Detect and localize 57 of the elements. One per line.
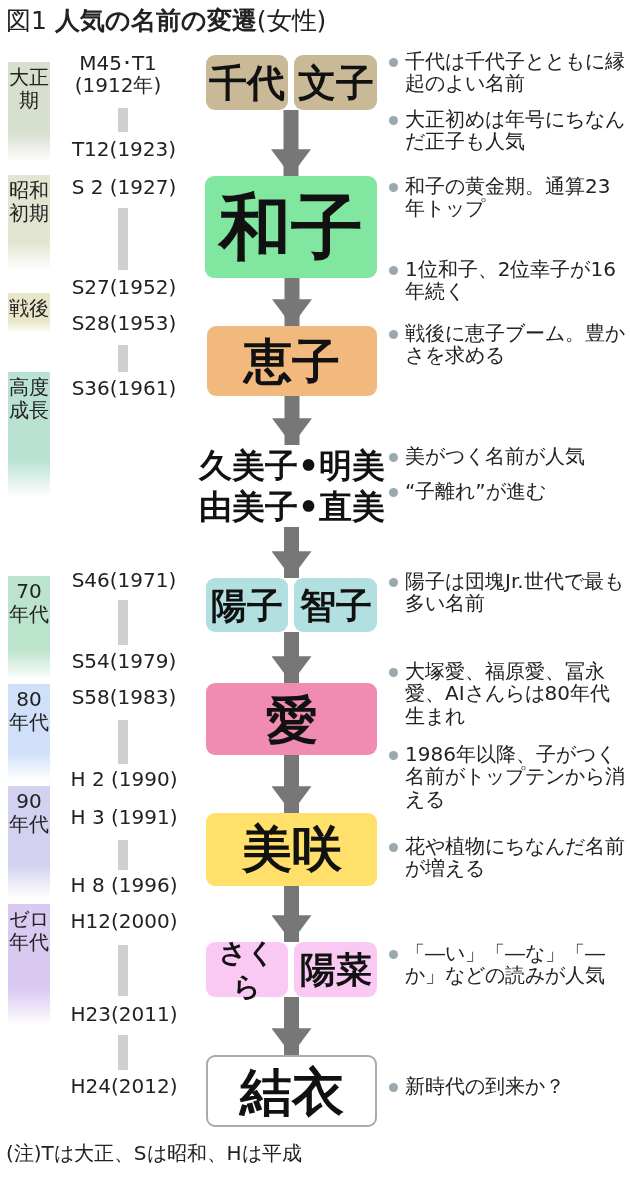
date-label: S46(1971) (70, 569, 178, 591)
date-label: H24(2012) (69, 1075, 179, 1097)
date-label: T12(1923) (70, 138, 178, 160)
era-band: 高度成長 (8, 372, 50, 497)
date-label: H 3 (1991) (69, 806, 179, 828)
name-box: 文子 (294, 55, 377, 110)
diagram-title: 図1 人気の名前の変遷(女性) (6, 5, 327, 37)
name-box: 智子 (294, 578, 377, 632)
footnote: (注)Tは大正、Sは昭和、Hは平成 (6, 1140, 302, 1167)
era-band: 90年代 (8, 786, 50, 898)
arrow (271, 886, 312, 942)
era-band: 戦後 (8, 293, 50, 333)
note-text: 新時代の到来か？ (388, 1075, 628, 1098)
note-text: 大正初めは年号にちなんだ正子も人気 (388, 108, 628, 153)
arrow (271, 527, 312, 578)
arrow (272, 278, 312, 326)
date-label: H 8 (1996) (69, 874, 179, 896)
name-box: 美咲 (206, 813, 377, 886)
name-box: 恵子 (207, 326, 377, 396)
date-label: H23(2011) (69, 1003, 179, 1025)
name-box: 陽子 (206, 578, 288, 632)
note-text: 1986年以降、子がつく名前がトップテンから消える (388, 743, 628, 811)
era-band: 大正期 (8, 62, 50, 162)
era-band: ゼロ年代 (8, 904, 50, 1026)
note-text: 和子の黄金期。通算23年トップ (388, 175, 628, 220)
date-label: S27(1952) (70, 276, 178, 298)
date-label: H12(2000) (69, 910, 179, 932)
note-text: 「―い」「―な」「―か」などの読みが人気 (388, 942, 628, 987)
arrow (271, 997, 312, 1055)
date-label: S 2 (1927) (70, 176, 178, 198)
date-label: M45･T1 (1912年) (73, 52, 163, 96)
date-label: S58(1983) (70, 686, 178, 708)
note-text: 大塚愛、福原愛、冨永愛、AIさんらは80年代生まれ (388, 660, 628, 728)
name-box: 陽菜 (294, 942, 377, 997)
era-band: 昭和初期 (8, 175, 50, 270)
note-text: 美がつく名前が人気 (388, 445, 628, 468)
arrow (272, 396, 312, 445)
name-box: 和子 (205, 176, 377, 278)
note-text: 花や植物にちなんだ名前が増える (388, 835, 628, 880)
era-band: 70年代 (8, 576, 50, 680)
date-label: H 2 (1990) (69, 768, 179, 790)
arrow (271, 110, 311, 176)
note-text: 1位和子、2位幸子が16年続く (388, 258, 628, 303)
date-label: S36(1961) (70, 377, 178, 399)
note-text: 戦後に恵子ブーム。豊かさを求める (388, 322, 628, 367)
arrow (271, 755, 312, 813)
name-box: 結衣 (206, 1055, 377, 1127)
note-text: 陽子は団塊Jr.世代で最も多い名前 (388, 570, 628, 615)
name-box: 愛 (206, 683, 377, 755)
note-text: “子離れ”が進む (388, 480, 628, 503)
name-text: 久美子•明美 由美子•直美 (198, 445, 386, 527)
arrow (271, 632, 312, 683)
note-text: 千代は千代子とともに縁起のよい名前 (388, 50, 628, 95)
date-label: S28(1953) (70, 312, 178, 334)
date-label: S54(1979) (70, 650, 178, 672)
era-band: 80年代 (8, 684, 50, 781)
name-box: 千代 (206, 55, 288, 110)
